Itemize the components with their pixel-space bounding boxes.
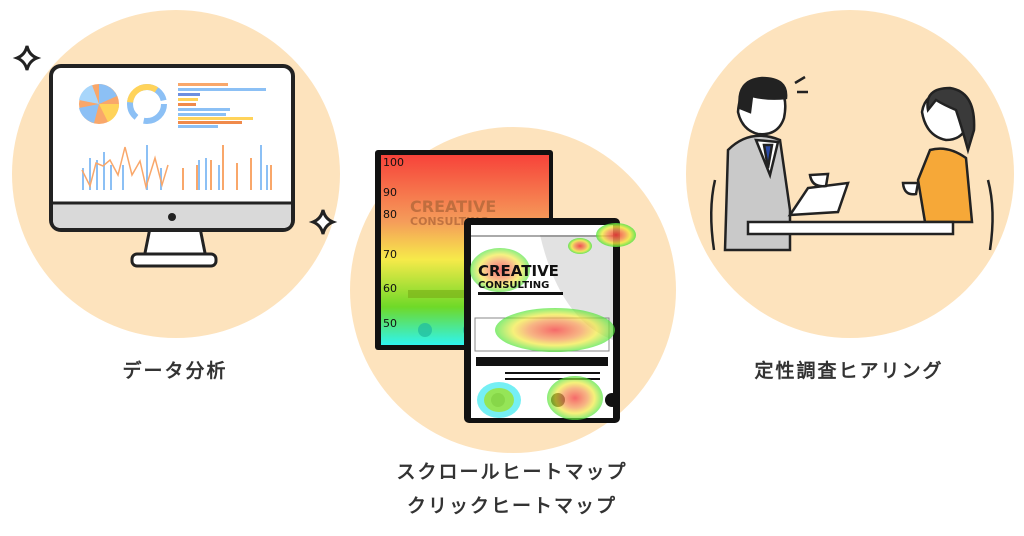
data-analysis-label: データ分析 [122,360,228,382]
click-brand-line1: CREATIVE [478,262,559,280]
interview-illustration [709,75,994,252]
scroll-heatmap-label: スクロールヒートマップ [396,461,628,483]
scroll-tick: 100 [383,156,404,169]
scroll-tick: 90 [383,186,397,199]
scroll-tick: 60 [383,282,397,295]
interview-label: 定性調査ヒアリング [754,360,944,382]
scroll-tick: 80 [383,208,397,221]
monitor-illustration [49,64,295,268]
scroll-tick: 50 [383,317,397,330]
sparkle-icon [12,45,42,71]
sparkle-icon [308,209,338,235]
click-heatmap-illustration: CREATIVE CONSULTING [464,218,636,423]
scroll-tick: 70 [383,248,397,261]
click-heatmap-label: クリックヒートマップ [406,495,617,517]
scroll-brand-line1: CREATIVE [410,197,496,216]
click-brand-line2: CONSULTING [478,280,549,291]
heatmap-label: スクロールヒートマップ クリックヒートマップ [312,455,712,523]
